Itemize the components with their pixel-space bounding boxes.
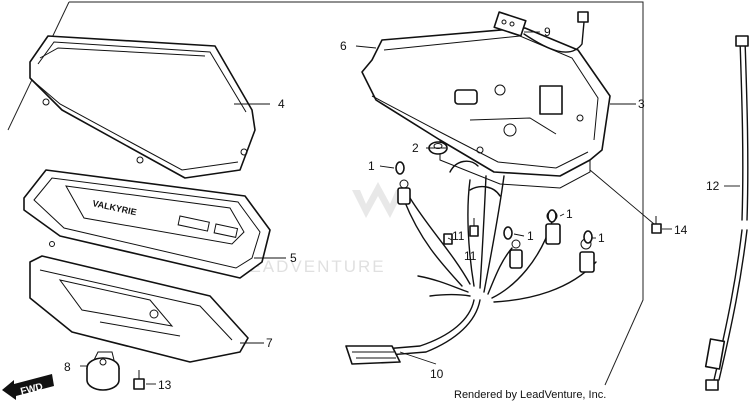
callout-11-b: 11	[464, 249, 477, 263]
callout-1-b: 1	[566, 207, 573, 221]
callout-14: 14	[674, 223, 688, 237]
credit-text: Rendered by LeadVenture, Inc.	[454, 389, 606, 401]
callout-1-a: 1	[368, 159, 375, 173]
callout-10: 10	[430, 367, 444, 381]
bulb-socket-left	[397, 179, 411, 205]
sensor-part-9	[493, 11, 589, 53]
meter-base-part-7	[29, 241, 249, 363]
bulb-1d	[583, 230, 593, 244]
socket-part-8	[86, 351, 120, 391]
watermark-text: LEADVENTURE	[238, 257, 386, 276]
callout-1-d: 1	[598, 231, 605, 245]
bulb-socket-right-b	[579, 238, 595, 273]
callout-5: 5	[290, 251, 297, 265]
callout-2: 2	[412, 141, 419, 155]
watermark-logo-icon	[352, 182, 404, 218]
callout-6: 6	[340, 39, 347, 53]
bulb-1c	[503, 226, 513, 240]
callout-13: 13	[158, 378, 172, 392]
cable-part-12	[704, 35, 749, 391]
callout-8: 8	[64, 360, 71, 374]
bulb-socket-mid	[509, 239, 523, 269]
callout-12: 12	[706, 179, 720, 193]
fwd-arrow-icon	[2, 374, 54, 400]
bolt-part-13	[133, 370, 145, 390]
screw-11a	[443, 233, 453, 245]
bulb-1b	[547, 209, 557, 223]
wire-harness-part-10	[345, 160, 597, 365]
callout-11-a: 11	[452, 229, 465, 243]
callout-1-c: 1	[527, 229, 534, 243]
screw-part-14	[651, 216, 662, 234]
meter-panel-part-5: VALKYRIE	[23, 169, 271, 279]
callout-4: 4	[278, 97, 285, 111]
screw-11b	[469, 218, 479, 237]
leader-lines	[80, 31, 740, 385]
callout-3: 3	[638, 97, 645, 111]
meter-cover-part-4	[29, 35, 256, 179]
callout-7: 7	[266, 336, 273, 350]
watermark: LEADVENTURE	[238, 182, 404, 276]
callout-9: 9	[544, 25, 551, 39]
bulb-1a	[395, 161, 405, 175]
fwd-label: FWD	[19, 382, 44, 398]
fwd-arrow: FWD	[2, 374, 54, 400]
